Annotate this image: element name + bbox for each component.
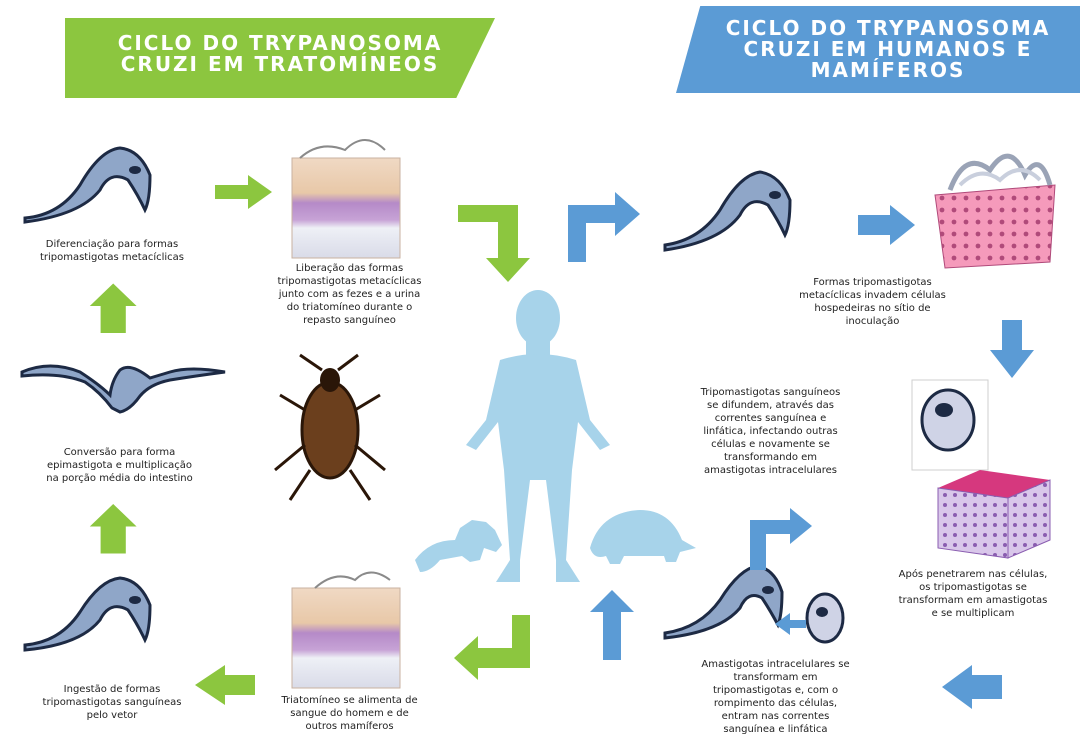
caption-line: tripomastigotas e, com o bbox=[668, 684, 883, 697]
arrow-corner-down-green bbox=[458, 205, 530, 282]
caption-line: hospedeiras no sítio de bbox=[770, 302, 975, 315]
infected-cell-box-icon bbox=[935, 156, 1055, 268]
caption-line: Após penetrarem nas células, bbox=[868, 568, 1078, 581]
arrow-corner-left-green bbox=[454, 615, 530, 680]
caption-line: tripomastigotas metacíclicas bbox=[262, 275, 437, 288]
caption-line: metacíclicas invadem células bbox=[770, 289, 975, 302]
triatomine-bug-icon bbox=[275, 355, 385, 500]
dog-silhouette-icon bbox=[415, 520, 502, 572]
caption-penetrarem: Após penetrarem nas células, os tripomas… bbox=[868, 568, 1078, 620]
trypanosome-icon-4 bbox=[665, 172, 790, 250]
arrow-right-green bbox=[215, 175, 272, 209]
caption-line: Tripomastigotas sanguíneos bbox=[668, 386, 873, 399]
trypanosome-icon-1 bbox=[25, 148, 150, 222]
caption-line: transformam em bbox=[668, 671, 883, 684]
armadillo-silhouette-icon bbox=[590, 510, 696, 564]
caption-line: epimastigota e multiplicação bbox=[12, 459, 227, 472]
caption-line: sanguínea e linfática bbox=[668, 723, 883, 736]
caption-line: outros mamíferos bbox=[262, 720, 437, 733]
caption-line: transformam em amastigotas bbox=[868, 594, 1078, 607]
caption-line: Liberação das formas bbox=[262, 262, 437, 275]
trypanosome-icon-2 bbox=[22, 366, 225, 412]
caption-line: sangue do homem e de bbox=[262, 707, 437, 720]
arrow-corner-up-right-blue-2 bbox=[750, 508, 812, 570]
caption-line: Triatomíneo se alimenta de bbox=[262, 694, 437, 707]
caption-line: Formas tripomastigotas bbox=[770, 276, 975, 289]
amastigote-cell-icon bbox=[912, 380, 988, 470]
trypanosome-icon-3 bbox=[25, 578, 150, 650]
caption-conversao: Conversão para forma epimastigota e mult… bbox=[12, 446, 227, 485]
caption-line: Conversão para forma bbox=[12, 446, 227, 459]
caption-ingestao: Ingestão de formas tripomastigotas sangu… bbox=[12, 683, 212, 722]
caption-line: linfática, infectando outras bbox=[668, 425, 873, 438]
caption-line: repasto sanguíneo bbox=[262, 314, 437, 327]
arrow-corner-up-right-blue bbox=[568, 192, 640, 262]
caption-line: transformando em bbox=[668, 451, 873, 464]
caption-diferenciacao: Diferenciação para formas tripomastigota… bbox=[12, 238, 212, 264]
caption-amastigotas: Amastigotas intracelulares se transforma… bbox=[668, 658, 883, 736]
caption-difundem: Tripomastigotas sanguíneos se difundem, … bbox=[668, 386, 873, 477]
caption-alimenta: Triatomíneo se alimenta de sangue do hom… bbox=[262, 694, 437, 733]
arrow-right-blue bbox=[858, 205, 915, 245]
caption-line: Diferenciação para formas bbox=[12, 238, 212, 251]
caption-line: pelo vetor bbox=[12, 709, 212, 722]
caption-line: tripomastigotas sanguíneas bbox=[12, 696, 212, 709]
amastigote-tissue-cube-icon bbox=[938, 470, 1050, 558]
trypanosome-icon-5 bbox=[665, 566, 782, 638]
caption-line: amastigotas intracelulares bbox=[668, 464, 873, 477]
caption-line: inoculação bbox=[770, 315, 975, 328]
arrow-left-blue bbox=[942, 665, 1002, 709]
arrow-up-green-2 bbox=[90, 504, 137, 553]
caption-line: tripomastigotas metacíclicas bbox=[12, 251, 212, 264]
caption-line: Ingestão de formas bbox=[12, 683, 212, 696]
caption-line: correntes sanguínea e bbox=[668, 412, 873, 425]
caption-line: se difundem, através das bbox=[668, 399, 873, 412]
caption-line: na porção média do intestino bbox=[12, 472, 227, 485]
caption-line: Amastigotas intracelulares se bbox=[668, 658, 883, 671]
caption-line: rompimento das células, bbox=[668, 697, 883, 710]
caption-line: do triatomíneo durante o bbox=[262, 301, 437, 314]
skin-tissue-icon-top bbox=[292, 140, 400, 258]
caption-line: células e novamente se bbox=[668, 438, 873, 451]
caption-line: junto com as fezes e a urina bbox=[262, 288, 437, 301]
caption-line: os tripomastigotas se bbox=[868, 581, 1078, 594]
arrow-down-blue bbox=[990, 320, 1034, 378]
caption-liberacao: Liberação das formas tripomastigotas met… bbox=[262, 262, 437, 327]
arrow-up-green-1 bbox=[90, 284, 137, 334]
caption-invadem: Formas tripomastigotas metacíclicas inva… bbox=[770, 276, 975, 328]
arrow-corner-up-blue bbox=[590, 590, 634, 660]
small-amastigote-icon bbox=[807, 594, 843, 642]
caption-line: entram nas correntes bbox=[668, 710, 883, 723]
skin-tissue-icon-bottom bbox=[292, 573, 400, 689]
caption-line: e se multiplicam bbox=[868, 607, 1078, 620]
